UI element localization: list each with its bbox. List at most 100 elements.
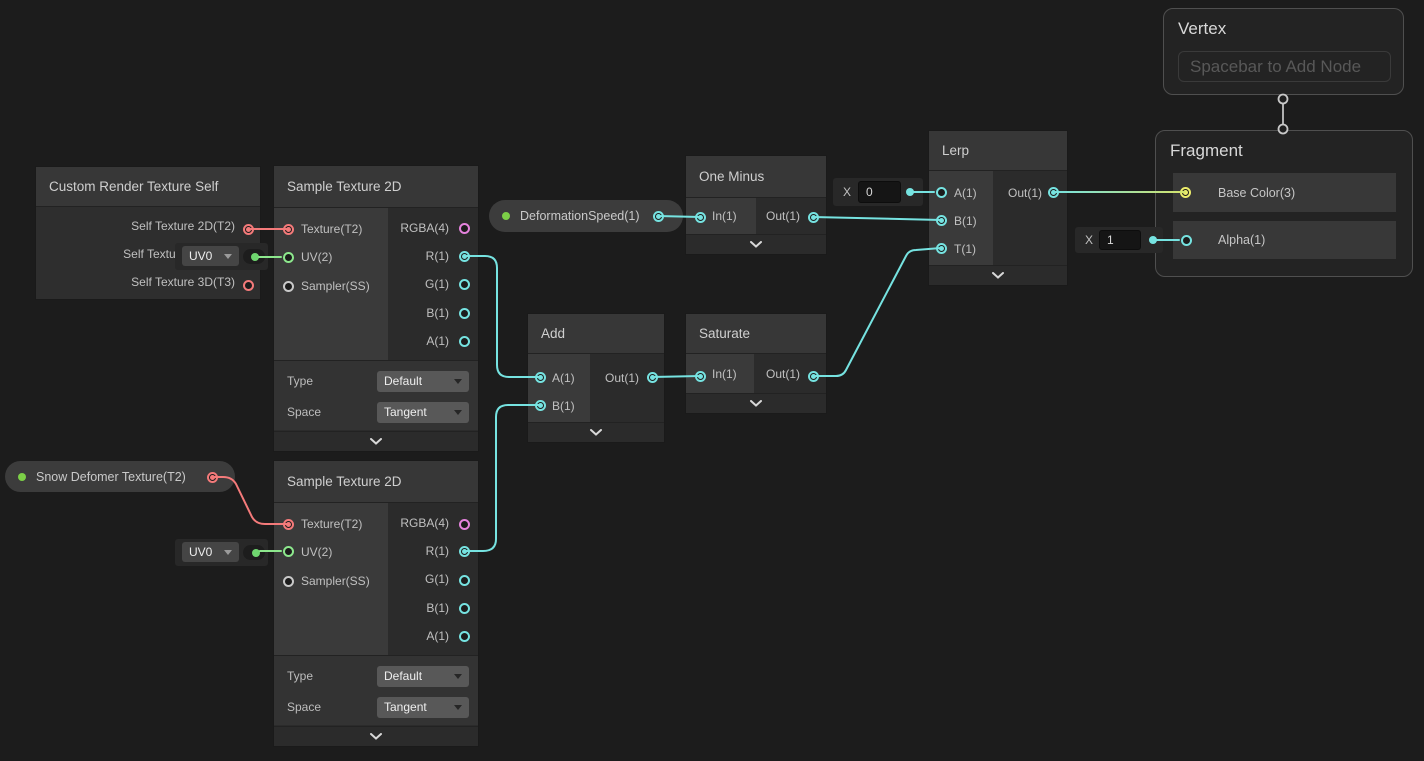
dropdown-type[interactable]: Default: [377, 370, 469, 392]
output-label: B(1): [426, 305, 449, 320]
collapse-chevron-icon[interactable]: [274, 726, 478, 746]
property-pill-snow-deformer-texture[interactable]: Snow Defomer Texture(T2): [5, 461, 235, 492]
input-label: Sampler(SS): [301, 278, 370, 293]
uv-value-dot[interactable]: [251, 252, 259, 261]
port-base-color-in[interactable]: [1179, 186, 1191, 198]
chevron-down-icon: [750, 241, 762, 248]
port-deformation-speed-out[interactable]: [652, 210, 664, 222]
port-b-out[interactable]: [458, 602, 470, 614]
node-title-bar[interactable]: Custom Render Texture Self: [36, 167, 260, 207]
prop-label-type: Type: [287, 374, 314, 388]
output-label: Self Texture 3D(T3): [131, 275, 235, 289]
output-label: A(1): [426, 334, 449, 348]
port-b-in[interactable]: [935, 214, 947, 226]
input-label: B(1): [552, 399, 575, 413]
x-component-label: X: [843, 185, 852, 199]
port-out[interactable]: [646, 371, 658, 383]
output-label: RGBA(4): [400, 516, 449, 530]
port-a-in[interactable]: [534, 371, 546, 383]
node-add[interactable]: Add A(1) B(1) Out(1): [527, 313, 665, 443]
port-out[interactable]: [807, 370, 819, 382]
block-row-alpha[interactable]: Alpha(1): [1173, 221, 1396, 259]
x-value-dot[interactable]: [906, 188, 914, 196]
collapse-chevron-icon[interactable]: [686, 393, 826, 413]
port-t-in[interactable]: [935, 242, 947, 254]
uv-value-dot[interactable]: [252, 548, 260, 557]
node-title: Sample Texture 2D: [287, 474, 402, 489]
port-sampler-in[interactable]: [282, 280, 294, 292]
port-rgba-out[interactable]: [458, 222, 470, 234]
input-label: B(1): [954, 214, 977, 228]
port-b-out[interactable]: [458, 307, 470, 319]
port-texture-in[interactable]: [282, 223, 294, 235]
port-out[interactable]: [807, 211, 819, 223]
output-label: R(1): [425, 249, 449, 263]
context-block-vertex[interactable]: Vertex Spacebar to Add Node: [1163, 8, 1404, 95]
node-one-minus[interactable]: One Minus In(1) Out(1): [685, 155, 827, 255]
node-title: Saturate: [699, 326, 751, 341]
port-a-in[interactable]: [935, 186, 947, 198]
x-value-dot[interactable]: [1149, 236, 1157, 244]
port-g-out[interactable]: [458, 278, 470, 290]
port-a-out[interactable]: [458, 335, 470, 347]
context-block-fragment[interactable]: Fragment Base Color(3) Alpha(1): [1155, 130, 1413, 277]
block-row-base-color[interactable]: Base Color(3): [1173, 173, 1396, 212]
collapse-chevron-icon[interactable]: [929, 265, 1067, 285]
port-a-out[interactable]: [458, 630, 470, 642]
port-r-out[interactable]: [458, 250, 470, 262]
output-label: Out(1): [765, 367, 800, 381]
port-rgba-out[interactable]: [458, 518, 470, 530]
port-b-in[interactable]: [534, 399, 546, 411]
x-value-input[interactable]: 1: [1099, 230, 1141, 250]
node-title-bar[interactable]: Add: [528, 314, 664, 354]
output-label: B(1): [426, 600, 449, 615]
dropdown-uv-channel[interactable]: UV0: [182, 542, 239, 562]
port-g-out[interactable]: [458, 574, 470, 586]
x-value-input[interactable]: 0: [858, 181, 901, 203]
node-lerp[interactable]: Lerp A(1) B(1) T(1) Out(1): [928, 130, 1068, 286]
port-uv-in[interactable]: [282, 545, 294, 557]
collapse-chevron-icon[interactable]: [274, 431, 478, 451]
exposed-property-dot-icon: [502, 212, 510, 220]
prop-label-space: Space: [287, 405, 322, 419]
port-snow-deformer-out[interactable]: [206, 471, 218, 483]
node-title-bar[interactable]: Lerp: [929, 131, 1067, 171]
output-label: G(1): [425, 572, 449, 586]
node-saturate[interactable]: Saturate In(1) Out(1): [685, 313, 827, 414]
edge-saturate-to-lerp-t[interactable]: [812, 247, 942, 377]
port-in[interactable]: [694, 211, 706, 223]
port-sampler-in[interactable]: [282, 575, 294, 587]
node-title-bar[interactable]: Sample Texture 2D: [274, 166, 478, 208]
dropdown-uv-channel[interactable]: UV0: [182, 246, 239, 266]
port-texture-in[interactable]: [282, 518, 294, 530]
chevron-down-icon: [992, 272, 1004, 279]
node-title-bar[interactable]: Sample Texture 2D: [274, 461, 478, 503]
port-uv-in[interactable]: [282, 251, 294, 263]
output-label: Out(1): [1007, 186, 1042, 200]
port-in[interactable]: [694, 370, 706, 382]
node-custom-render-texture-self[interactable]: Custom Render Texture Self Self Texture …: [35, 166, 261, 300]
property-pill-deformation-speed[interactable]: DeformationSpeed(1): [489, 200, 683, 232]
port-alpha-in[interactable]: [1180, 234, 1192, 246]
link-handle-top[interactable]: [1277, 93, 1289, 105]
node-title-bar[interactable]: One Minus: [686, 156, 826, 198]
add-node-placeholder[interactable]: Spacebar to Add Node: [1178, 51, 1391, 82]
collapse-chevron-icon[interactable]: [528, 422, 664, 442]
node-title-bar[interactable]: Saturate: [686, 314, 826, 354]
dropdown-space[interactable]: Tangent: [377, 401, 469, 423]
input-label: A(1): [954, 186, 977, 200]
port-r-out[interactable]: [458, 545, 470, 557]
output-label: RGBA(4): [400, 221, 449, 235]
node-sample-texture-2d-a[interactable]: Sample Texture 2D Texture(T2) UV(2) Samp…: [273, 165, 479, 452]
port-self-texture-3d[interactable]: [242, 279, 254, 291]
dropdown-type[interactable]: Default: [377, 665, 469, 687]
node-title: Add: [541, 326, 566, 341]
dropdown-arrow-icon: [224, 253, 232, 259]
collapse-chevron-icon[interactable]: [686, 234, 826, 254]
node-sample-texture-2d-b[interactable]: Sample Texture 2D Texture(T2) UV(2) Samp…: [273, 460, 479, 747]
dropdown-space[interactable]: Tangent: [377, 696, 469, 718]
port-out[interactable]: [1047, 186, 1059, 198]
port-self-texture-2d[interactable]: [242, 223, 254, 235]
edge-oneminus-to-lerp-b[interactable]: [812, 216, 942, 221]
